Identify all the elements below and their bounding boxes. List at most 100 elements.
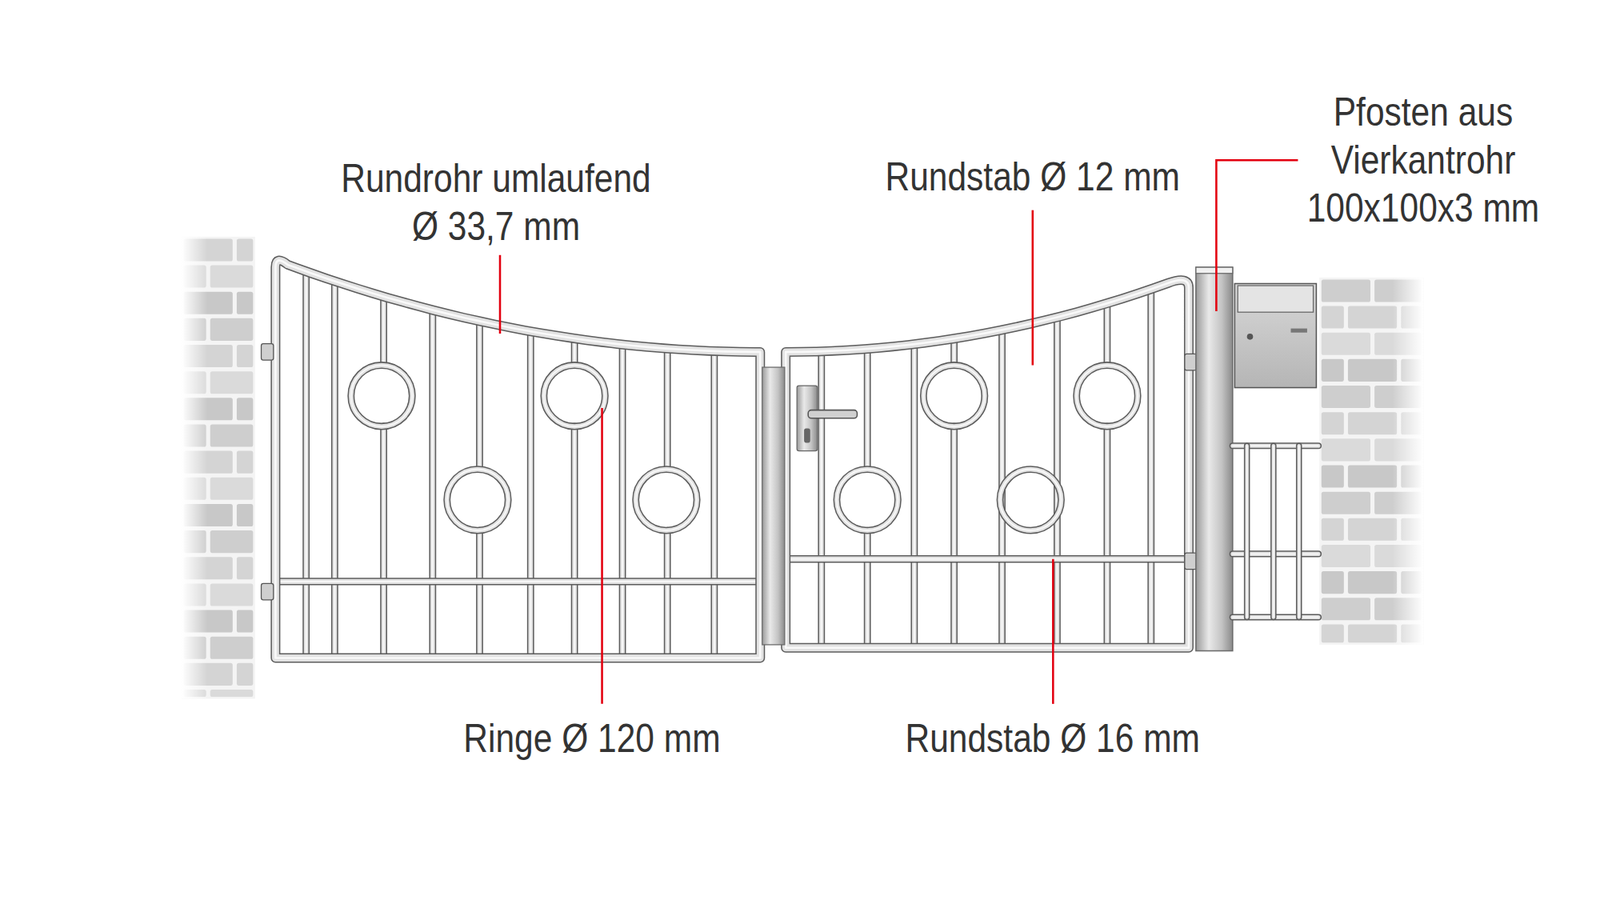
tube-highlight — [636, 469, 698, 532]
callout-label: Ringe Ø 120 mm — [463, 714, 720, 763]
brick-joint — [1319, 277, 1424, 645]
tube-highlight — [866, 352, 868, 470]
tube-outline — [380, 426, 388, 658]
leader-line — [600, 408, 604, 704]
tube-outline — [571, 426, 579, 658]
tube-highlight — [383, 426, 385, 658]
tube-outline — [817, 354, 825, 648]
tube-outline — [636, 469, 698, 532]
tube-body — [785, 280, 1189, 648]
tube-highlight — [529, 334, 532, 658]
tube-body — [477, 324, 483, 469]
fade-overlay — [1319, 277, 1424, 645]
tube-body — [664, 530, 670, 658]
tube-highlight — [953, 426, 956, 648]
tube-highlight — [305, 274, 308, 658]
tube-highlight — [275, 260, 760, 659]
tube-outline — [527, 334, 535, 658]
tube-highlight — [544, 365, 606, 428]
tube-outline — [428, 312, 436, 658]
leader-line — [499, 255, 502, 334]
callout-label: Rundstab Ø 12 mm — [885, 152, 1181, 201]
callout-label: Pfosten aus Vierkantrohr 100x100x3 mm — [1287, 88, 1560, 232]
tube-highlight — [432, 312, 434, 658]
tube-body — [275, 260, 760, 659]
tube-body — [712, 354, 717, 659]
tube-body — [1000, 469, 1062, 532]
tube-highlight — [866, 530, 868, 648]
hinge — [261, 344, 274, 360]
center-stile — [762, 367, 785, 645]
hinge — [261, 583, 274, 600]
tube-body — [277, 579, 759, 584]
tube-highlight — [1106, 426, 1108, 648]
tube-outline — [1244, 445, 1251, 617]
leader-line — [1052, 559, 1055, 704]
tube-outline — [664, 530, 672, 658]
leader-line — [1032, 210, 1035, 366]
tube-body — [819, 354, 824, 648]
fade-overlay — [181, 236, 256, 700]
tube-body — [952, 341, 957, 365]
tube-outline — [1000, 469, 1062, 532]
tube-highlight — [1076, 365, 1139, 428]
mailbox-flap — [1237, 285, 1313, 312]
tube-outline — [910, 347, 918, 648]
tube-outline — [1104, 306, 1112, 366]
tube-outline — [476, 324, 484, 469]
tube-highlight — [820, 354, 823, 648]
hinge — [1184, 552, 1197, 569]
tube-body — [332, 284, 337, 658]
tube-outline — [544, 365, 606, 428]
tube-outline — [950, 341, 958, 365]
tube-body — [1104, 306, 1110, 366]
tube-outline — [788, 555, 1188, 563]
tube-body — [636, 469, 698, 532]
tube-body — [864, 352, 870, 470]
tube-outline — [950, 426, 958, 648]
tube-highlight — [573, 426, 576, 658]
tube-outline — [864, 352, 872, 470]
tube-outline — [302, 274, 310, 658]
tube-outline — [1076, 365, 1139, 428]
tube-highlight — [1246, 445, 1248, 617]
tube-body — [572, 426, 577, 658]
tube-body — [1076, 365, 1139, 428]
tube-outline — [664, 352, 672, 470]
tube-outline — [1147, 292, 1155, 648]
tube-body — [1244, 445, 1248, 617]
tube-outline — [785, 280, 1189, 648]
callout-label: Rundrohr umlaufend Ø 33,7 mm — [332, 154, 660, 251]
square-post — [1196, 267, 1233, 651]
tube-highlight — [788, 558, 1188, 560]
tube-body — [912, 347, 917, 648]
tube-highlight — [334, 284, 336, 658]
tube-body — [430, 312, 436, 658]
tube-body — [1296, 445, 1300, 617]
door-handle — [808, 410, 857, 419]
mailbox — [1234, 283, 1316, 388]
tube-highlight — [1150, 292, 1152, 648]
tube-body — [572, 341, 577, 366]
tube-body — [864, 530, 870, 648]
tube-highlight — [713, 354, 716, 659]
tube-outline — [619, 347, 627, 658]
tube-body — [544, 365, 606, 428]
tube-highlight — [351, 365, 413, 428]
tube-body — [304, 274, 309, 658]
leader-line — [1216, 160, 1298, 312]
tube-body — [664, 352, 670, 470]
tube-outline — [351, 365, 413, 428]
tube-highlight — [479, 530, 481, 658]
tube-body — [1272, 445, 1276, 617]
brick-joint — [181, 236, 256, 700]
tube-outline — [275, 260, 760, 659]
tube-body — [528, 334, 533, 658]
tube-highlight — [666, 530, 668, 658]
tube-outline — [380, 299, 388, 365]
tube-outline — [1296, 445, 1303, 617]
tube-body — [1148, 292, 1154, 648]
tube-body — [923, 365, 985, 428]
name-plate — [1291, 328, 1308, 333]
mailbox-lock — [1247, 333, 1254, 340]
